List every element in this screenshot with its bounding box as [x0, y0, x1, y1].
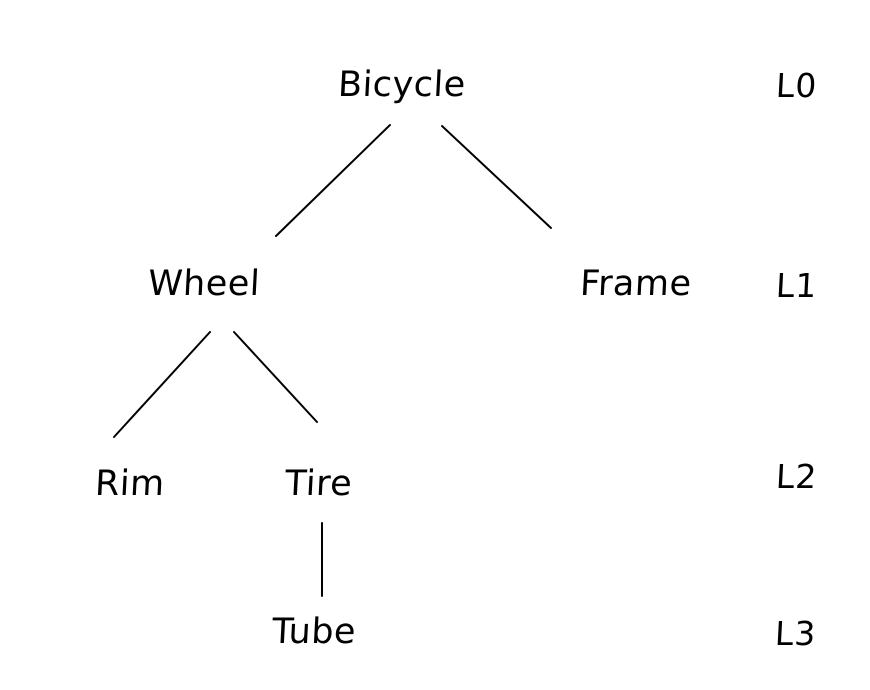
- level-label-l0: L0: [774, 66, 819, 105]
- node-frame: Frame: [578, 264, 693, 304]
- node-tube: Tube: [270, 612, 358, 652]
- node-bicycle: Bicycle: [336, 65, 467, 105]
- edge-bicycle-frame: [441, 125, 552, 229]
- level-label-l2: L2: [774, 457, 819, 496]
- level-label-l3: L3: [773, 614, 818, 653]
- node-wheel: Wheel: [146, 264, 262, 304]
- level-label-l1: L1: [774, 266, 819, 305]
- node-rim: Rim: [93, 464, 166, 504]
- node-tire: Tire: [283, 464, 354, 504]
- edge-bicycle-wheel: [275, 124, 391, 237]
- edge-wheel-tire: [233, 331, 318, 423]
- edge-wheel-rim: [113, 331, 211, 438]
